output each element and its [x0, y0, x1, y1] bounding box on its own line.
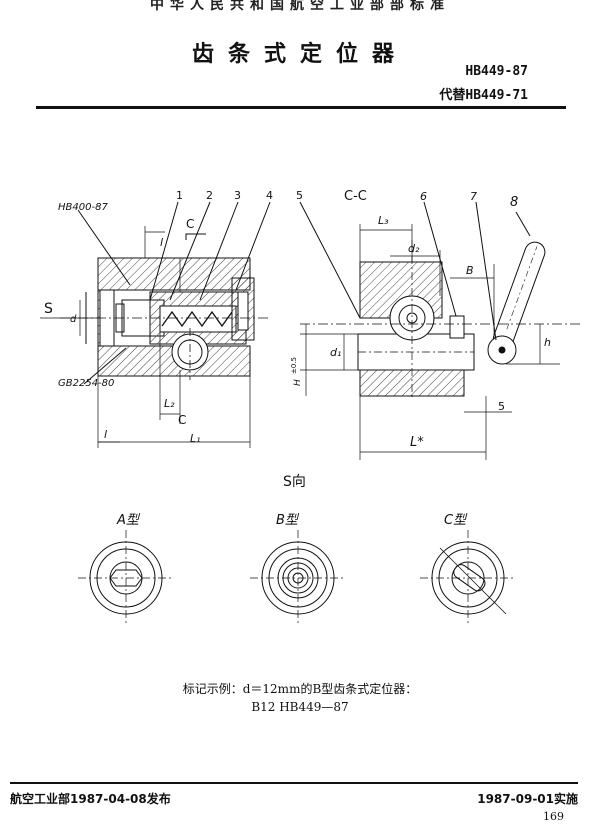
dim-L1: L₁ — [190, 432, 201, 445]
footer-rule — [10, 782, 578, 784]
dim-h: h — [544, 336, 551, 349]
right-section-view — [300, 201, 580, 460]
publisher-banner: 中华人民共和国航空工业部部标准 — [150, 0, 450, 13]
dim-l-top: l — [160, 236, 163, 249]
type-b-label: B型 — [276, 513, 300, 528]
dim-5: 5 — [498, 400, 505, 413]
section-mark-bottom: C — [178, 413, 186, 427]
type-c-view — [420, 530, 516, 626]
section-mark-top: C — [186, 217, 194, 231]
left-section-view — [40, 201, 361, 448]
callout-6: 6 — [420, 190, 427, 203]
dim-d1: d₁ — [330, 346, 341, 359]
type-c-label: C型 — [444, 513, 468, 528]
dim-B: B — [466, 264, 474, 277]
marking-example-line-1: 标记示例：d＝12mm的B型齿条式定位器： — [182, 682, 418, 696]
document-title: 齿条式定位器 — [191, 41, 408, 67]
view-title-s: S向 — [283, 474, 306, 490]
dim-L3: L₃ — [378, 214, 389, 227]
type-a-view — [78, 530, 174, 626]
page-number: 169 — [543, 810, 564, 823]
dim-l-bottom: l — [104, 428, 107, 441]
ref-gb2254: GB2254-80 — [58, 378, 114, 389]
standard-code: HB449-87 — [465, 64, 528, 79]
callout-5: 5 — [296, 189, 303, 202]
dim-d2: d₂ — [408, 242, 420, 255]
dim-H-tolerance: ±0.5 — [290, 357, 298, 374]
callout-4: 4 — [266, 189, 273, 202]
dim-H: H — [293, 379, 303, 386]
effective-date: 1987-09-01实施 — [477, 792, 578, 806]
dim-L-star: L* — [410, 435, 424, 450]
issue-date: 航空工业部1987-04-08发布 — [10, 792, 171, 806]
section-title-cc: C-C — [344, 189, 367, 204]
type-b-view — [250, 530, 346, 626]
header-rule — [36, 106, 566, 109]
dim-d: d — [70, 314, 77, 325]
callout-7: 7 — [470, 190, 477, 203]
callout-8: 8 — [510, 195, 518, 210]
marking-example-line-2: B12 HB449—87 — [251, 700, 349, 714]
type-a-label: A型 — [116, 513, 141, 528]
callout-1: 1 — [176, 189, 183, 202]
replaced-standard: 代替HB449-71 — [439, 88, 528, 103]
callout-3: 3 — [234, 189, 241, 202]
ref-hb400: HB400-87 — [58, 202, 108, 213]
view-arrow-s: S — [44, 301, 53, 317]
callout-2: 2 — [206, 189, 213, 202]
dim-L2: L₂ — [164, 397, 175, 410]
